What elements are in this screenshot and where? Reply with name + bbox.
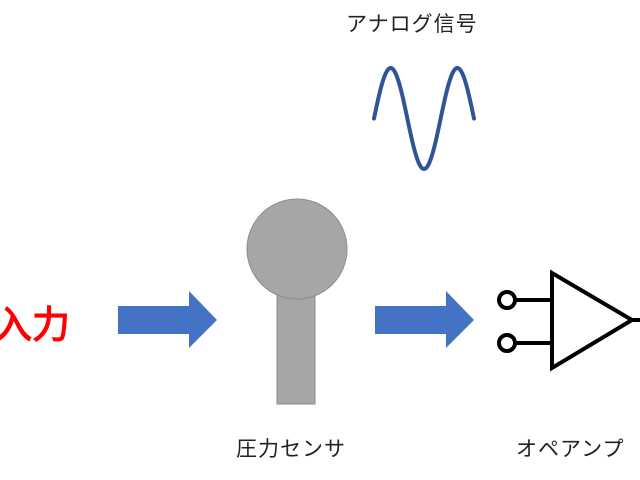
arrow-sensor-to-opamp	[375, 291, 474, 348]
sine-wave-icon	[372, 65, 476, 172]
arrow-input-to-sensor	[118, 291, 217, 348]
input-label: 入力	[0, 303, 71, 347]
analog-signal-label: アナログ信号	[346, 12, 478, 36]
op-amp-label: オペアンプ	[516, 437, 625, 461]
pressure-sensor-icon	[246, 198, 348, 405]
op-amp-icon	[497, 269, 640, 372]
pressure-sensor-label: 圧力センサ	[236, 437, 346, 461]
